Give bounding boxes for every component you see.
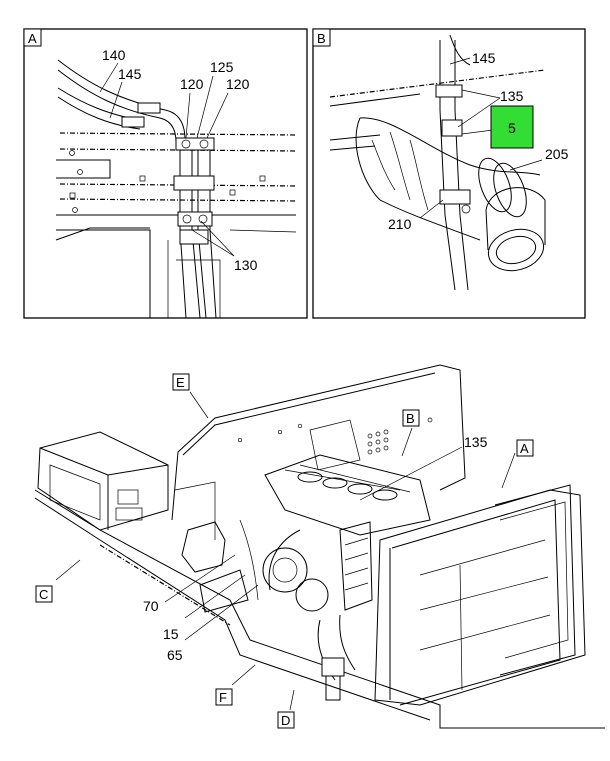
callout-70: 70 (143, 598, 159, 614)
callout-140: 140 (102, 47, 126, 63)
detail-b-artwork (329, 34, 546, 291)
callout-125: 125 (210, 59, 234, 75)
callout-15: 15 (163, 626, 179, 642)
callout-130: 130 (234, 257, 258, 273)
callout-5: 5 (508, 120, 516, 136)
callout-210: 210 (388, 216, 412, 232)
callout-65: 65 (167, 647, 183, 663)
svg-text:F: F (219, 690, 227, 705)
view-ref-d: D (277, 711, 295, 729)
callout-120-right: 120 (226, 76, 250, 92)
callout-145-b: 145 (472, 50, 496, 66)
highlight-box (490, 105, 534, 149)
view-ref-a: A (516, 439, 534, 457)
svg-text:E: E (176, 375, 185, 390)
main-assembly-view (34, 364, 605, 729)
view-ref-c: C (35, 585, 53, 603)
detail-a-letter: A (28, 31, 37, 46)
view-ref-e: E (172, 373, 190, 391)
callout-135-b: 135 (500, 88, 524, 104)
svg-text:D: D (281, 713, 290, 728)
callout-205: 205 (545, 146, 569, 162)
callout-135-main: 135 (464, 434, 488, 450)
detail-a-panel: A (23, 28, 308, 319)
view-ref-f: F (215, 688, 233, 706)
callout-120-left: 120 (180, 76, 204, 92)
callout-145: 145 (118, 66, 142, 82)
detail-b-panel: B (312, 28, 586, 319)
panel-hole-pattern (237, 417, 433, 455)
view-ref-b: B (402, 409, 420, 427)
svg-text:C: C (39, 587, 48, 602)
detail-a-artwork (55, 59, 297, 319)
detail-b-letter: B (317, 31, 326, 46)
svg-text:A: A (520, 441, 529, 456)
svg-text:B: B (406, 411, 415, 426)
